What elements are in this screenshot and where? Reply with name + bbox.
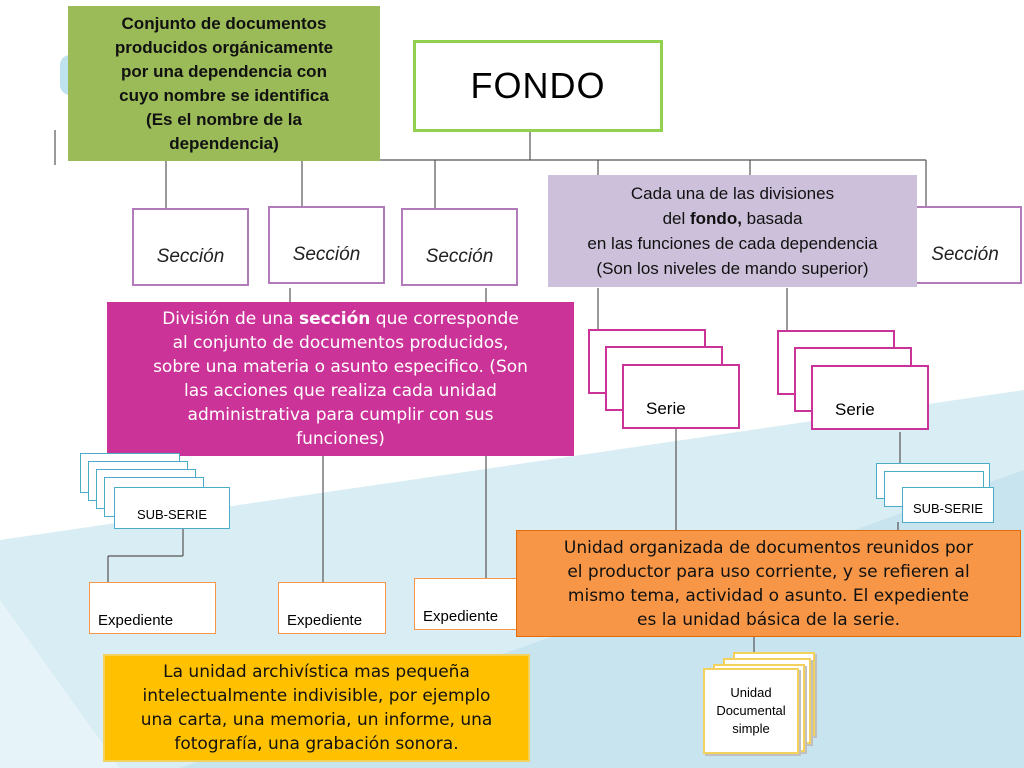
expediente-definition-line: mismo tema, actividad o asunto. El exped… bbox=[567, 585, 970, 606]
fondo-definition-box: Conjunto de documentos producidos orgáni… bbox=[68, 6, 380, 161]
seccion-definition-line: Cada una de las divisiones bbox=[630, 184, 835, 203]
unidad-label-line: Documental bbox=[716, 703, 786, 718]
text-fragment: basada bbox=[741, 209, 803, 228]
expediente-node: Expediente bbox=[89, 582, 216, 634]
serie-definition-line: administrativa para cumplir con sus bbox=[187, 405, 494, 425]
bold-term: fondo, bbox=[690, 209, 742, 228]
fondo-node: FONDO bbox=[413, 40, 663, 132]
fondo-definition-line: (Es el nombre de la bbox=[146, 109, 302, 129]
seccion-node: Sección bbox=[401, 208, 518, 286]
unidad-card-front: Unidad Documental simple bbox=[703, 668, 799, 754]
serie-definition-line: División de una sección que corresponde bbox=[162, 307, 519, 331]
subserie-stack: SUB-SERIE bbox=[876, 463, 996, 523]
serie-definition-line: las acciones que realiza cada unidad bbox=[184, 381, 497, 401]
subserie-card-front: SUB-SERIE bbox=[114, 487, 230, 529]
expediente-definition-line: el productor para uso corriente, y se re… bbox=[567, 561, 970, 582]
expediente-label: Expediente bbox=[287, 612, 363, 629]
seccion-node: Sección bbox=[268, 206, 385, 284]
seccion-node: Sección bbox=[132, 208, 249, 286]
unidad-label-line: Unidad bbox=[730, 685, 772, 700]
seccion-definition-box: Cada una de las divisiones del fondo, ba… bbox=[548, 175, 917, 287]
fondo-definition-line: dependencia) bbox=[169, 133, 279, 153]
seccion-definition-line: en las funciones de cada dependencia bbox=[587, 234, 878, 253]
text-fragment: del bbox=[662, 209, 690, 228]
seccion-label: Sección bbox=[931, 244, 999, 265]
bold-term: sección bbox=[298, 309, 371, 329]
seccion-node: Sección bbox=[908, 206, 1022, 284]
serie-label: Serie bbox=[835, 400, 875, 419]
text-fragment: que corresponde bbox=[370, 309, 519, 329]
seccion-definition-line: (Son los niveles de mando superior) bbox=[596, 259, 869, 278]
fondo-definition-line: por una dependencia con bbox=[121, 61, 327, 81]
serie-definition-line: funciones) bbox=[296, 429, 385, 449]
serie-card-front: Serie bbox=[622, 364, 740, 429]
unidad-definition-line: fotografía, una grabación sonora. bbox=[174, 734, 459, 754]
expediente-label: Expediente bbox=[98, 612, 174, 629]
seccion-label: Sección bbox=[425, 246, 494, 267]
subserie-stack: SUB-SERIE bbox=[80, 453, 232, 531]
expediente-label: Expediente bbox=[423, 608, 499, 625]
expediente-node: Expediente bbox=[278, 582, 386, 634]
serie-stack: Serie bbox=[588, 329, 743, 431]
serie-definition-line: al conjunto de documentos producidos, bbox=[172, 333, 509, 353]
serie-definition-box: División de una sección que corresponde … bbox=[107, 302, 574, 456]
unidad-documental-stack: Unidad Documental simple bbox=[703, 652, 823, 756]
serie-definition-line: sobre una materia o asunto especifico. (… bbox=[153, 357, 528, 377]
unidad-definition-line: una carta, una memoria, un informe, una bbox=[140, 710, 493, 730]
fondo-label: FONDO bbox=[470, 65, 606, 106]
expediente-node: Expediente bbox=[414, 578, 522, 630]
seccion-label: Sección bbox=[292, 244, 361, 265]
subserie-label: SUB-SERIE bbox=[136, 507, 208, 522]
expediente-definition-line: es la unidad básica de la serie. bbox=[637, 609, 900, 630]
text-fragment: División de una bbox=[162, 309, 299, 329]
subserie-label: SUB-SERIE bbox=[912, 501, 984, 516]
expediente-definition-line: Unidad organizada de documentos reunidos… bbox=[563, 537, 974, 558]
unidad-label-line: simple bbox=[732, 721, 770, 736]
seccion-label: Sección bbox=[156, 246, 225, 267]
expediente-definition-box: Unidad organizada de documentos reunidos… bbox=[516, 530, 1021, 637]
unidad-definition-box: La unidad archivística mas pequeña intel… bbox=[103, 654, 530, 762]
unidad-definition-line: intelectualmente indivisible, por ejempl… bbox=[142, 686, 491, 706]
unidad-definition-line: La unidad archivística mas pequeña bbox=[163, 662, 470, 682]
serie-label: Serie bbox=[646, 399, 686, 418]
seccion-definition-line: del fondo, basada bbox=[663, 206, 803, 231]
subserie-card-front: SUB-SERIE bbox=[902, 487, 994, 523]
fondo-definition-line: cuyo nombre se identifica bbox=[119, 85, 329, 105]
serie-card-front: Serie bbox=[811, 365, 929, 430]
fondo-definition-line: Conjunto de documentos bbox=[121, 13, 327, 33]
serie-stack: Serie bbox=[777, 330, 932, 432]
fondo-definition-line: producidos orgánicamente bbox=[114, 37, 334, 57]
